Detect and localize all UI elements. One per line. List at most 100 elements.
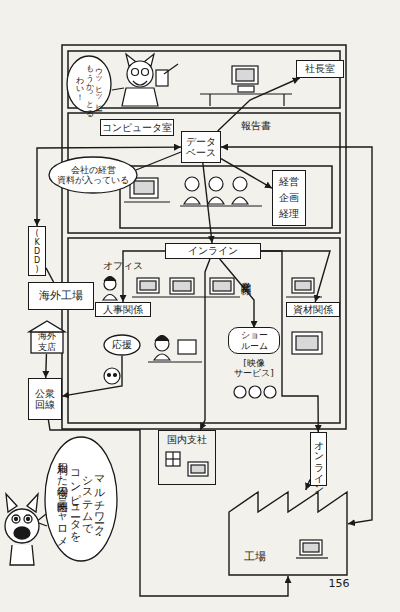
cat-mascot bbox=[5, 509, 39, 543]
president-figure bbox=[122, 88, 158, 106]
cat-mascot bbox=[27, 518, 30, 521]
node-outline bbox=[67, 56, 111, 112]
president-figure bbox=[164, 64, 178, 74]
node-text: 海外 支店 bbox=[28, 331, 66, 352]
management-staff bbox=[233, 177, 247, 191]
node-text: マルチワーク・ システムで コンピュータを 利用した場合の 略図ニャロメ bbox=[57, 451, 105, 547]
branch-window bbox=[166, 458, 180, 459]
connector bbox=[45, 354, 47, 378]
building-outline bbox=[120, 166, 332, 228]
showroom-screen bbox=[292, 332, 322, 354]
connector bbox=[221, 159, 272, 189]
carrier-box: (KDD) bbox=[28, 226, 46, 276]
support-worker bbox=[154, 354, 170, 360]
connector bbox=[261, 251, 318, 432]
node-text: ウッヒッヒー もうかっとる わい！ bbox=[75, 59, 103, 109]
management-staff bbox=[209, 177, 223, 191]
management-staff bbox=[232, 197, 248, 204]
node-outline bbox=[29, 321, 65, 332]
management-staff bbox=[184, 197, 200, 204]
factory-terminal bbox=[300, 540, 322, 555]
node-text: 応援 bbox=[112, 339, 132, 351]
office-terminals bbox=[173, 281, 191, 291]
management-staff bbox=[124, 201, 170, 202]
building-outline bbox=[68, 238, 340, 423]
node-text: 人事関係 bbox=[103, 304, 143, 316]
overseas-branch: 海外 支店 bbox=[28, 320, 66, 354]
node-text: データ ベース bbox=[182, 136, 220, 159]
database-box: データ ベース bbox=[181, 131, 221, 163]
branch-window bbox=[166, 452, 208, 476]
inline-network-box: インライン bbox=[165, 243, 261, 259]
showroom-screen bbox=[249, 386, 261, 398]
node-text: 工場 bbox=[244, 551, 266, 564]
cat-mascot bbox=[27, 494, 38, 512]
office-terminals bbox=[170, 278, 194, 294]
support-worker bbox=[108, 374, 111, 377]
showroom-screen bbox=[234, 386, 246, 398]
node-text: コンピュータ室 bbox=[102, 122, 172, 134]
cat-mascot bbox=[15, 518, 18, 521]
office-terminals bbox=[132, 278, 322, 297]
node-text: 公衆 回線 bbox=[29, 388, 61, 411]
connector bbox=[37, 147, 181, 226]
speech-bubble: マルチワーク・ システムで コンピュータを 利用した場合の 略図ニャロメ bbox=[44, 436, 118, 562]
node-text: (KDD) bbox=[32, 229, 41, 273]
office-worker bbox=[103, 295, 117, 301]
office-terminals bbox=[295, 281, 311, 290]
node-outline bbox=[45, 437, 117, 561]
office-worker bbox=[103, 277, 117, 301]
speech-bubble: ウッヒッヒー もうかっとる わい！ bbox=[66, 55, 112, 113]
support-worker bbox=[104, 368, 120, 384]
node-outline bbox=[104, 335, 140, 355]
connector bbox=[203, 163, 212, 243]
president-figure bbox=[127, 61, 153, 87]
area-label: オフィス bbox=[98, 260, 148, 272]
office-terminals bbox=[292, 278, 314, 293]
node-text: 国内支社 bbox=[167, 434, 207, 446]
office-terminals bbox=[210, 278, 234, 294]
connector bbox=[46, 268, 54, 282]
cat-mascot bbox=[6, 494, 17, 512]
computer-desk bbox=[283, 94, 284, 106]
page-number: 156 bbox=[322, 578, 356, 591]
building-outline bbox=[62, 45, 346, 429]
factory-terminal bbox=[303, 543, 319, 552]
computer-desk bbox=[232, 66, 258, 84]
president-figure bbox=[132, 69, 139, 76]
showroom: ショー ルーム[映像 サービス] bbox=[228, 328, 280, 378]
support-worker bbox=[114, 374, 117, 377]
office-terminals bbox=[132, 296, 240, 297]
area-label: 営業 関係 bbox=[240, 264, 252, 288]
connector bbox=[306, 480, 310, 490]
building-outline bbox=[62, 45, 346, 429]
showroom-screen bbox=[296, 336, 318, 350]
support-circle: 応援 bbox=[103, 334, 141, 356]
factory-terminal bbox=[296, 540, 328, 558]
management-staff bbox=[185, 177, 199, 191]
room-label: コンピュータ室 bbox=[100, 119, 174, 136]
department-box: 資材関係 bbox=[286, 302, 340, 317]
computer-desk bbox=[200, 93, 292, 94]
node-text: ショー ルーム bbox=[228, 327, 280, 354]
node-text: インライン bbox=[188, 245, 238, 257]
node-text: 海外工場 bbox=[39, 290, 83, 303]
bubble-tails bbox=[136, 152, 181, 170]
connector bbox=[218, 78, 300, 131]
showroom-screen bbox=[264, 386, 276, 398]
support-worker bbox=[104, 336, 202, 385]
management-staff bbox=[124, 177, 262, 206]
computer-desk bbox=[200, 66, 292, 106]
room-label: 社長室 bbox=[296, 60, 344, 78]
computer-desk bbox=[238, 86, 254, 92]
factory-terminal bbox=[296, 557, 328, 558]
public-line-box: 公衆 回線 bbox=[28, 378, 62, 420]
cat-mascot bbox=[5, 494, 39, 565]
cat-mascot bbox=[10, 545, 34, 565]
node-text: 資材関係 bbox=[293, 304, 333, 316]
edge-label: 報告書 bbox=[238, 120, 274, 132]
node-text: 経営 企画 経理 bbox=[273, 174, 305, 222]
node-outline bbox=[49, 157, 137, 193]
